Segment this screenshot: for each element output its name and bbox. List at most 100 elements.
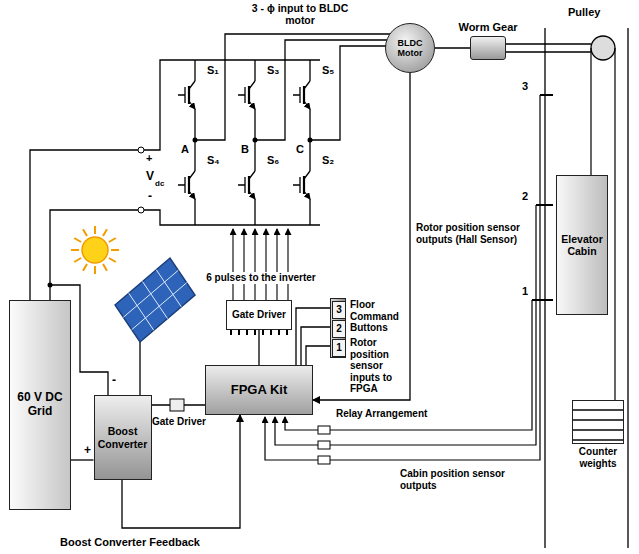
- annotation: 6 pulses to the inverter: [199, 272, 323, 284]
- phase-name: A: [181, 143, 189, 156]
- motor-circle: BLDC Motor: [385, 23, 435, 73]
- chip-pin: [270, 330, 272, 335]
- chip-pin: [286, 330, 288, 335]
- sun-ray: [83, 229, 87, 236]
- boost-converter-box: Boost Converter: [94, 395, 152, 480]
- gate-driver-symbol: [170, 399, 184, 411]
- pulley-wheel: [591, 36, 615, 60]
- floor-number: 2: [522, 190, 528, 203]
- annotation: Cabin position sensor outputs: [400, 468, 530, 491]
- pulse-arrow: [276, 229, 277, 300]
- igbt-symbol: [304, 191, 310, 199]
- chip-pin: [230, 330, 232, 335]
- connector: [301, 327, 332, 365]
- sun-ray: [94, 266, 96, 274]
- igbt-symbol: [293, 177, 300, 193]
- junction-dot: [308, 138, 313, 143]
- junction-dot: [193, 138, 198, 143]
- floor-number: 1: [522, 285, 528, 298]
- sun-ray: [103, 264, 107, 271]
- annotation: Relay Arrangement: [336, 408, 427, 420]
- node-text: 3: [336, 304, 342, 316]
- igbt-symbol: [238, 87, 245, 103]
- igbt-symbol: [189, 191, 195, 199]
- connector: [313, 73, 410, 400]
- sun-ray: [109, 238, 116, 242]
- pulse-arrow: [265, 229, 266, 300]
- igbt-symbol: [178, 87, 185, 103]
- pulse-arrow: [232, 229, 233, 300]
- vdc-terminal: [138, 147, 144, 153]
- floor-sensor: [532, 95, 553, 300]
- sun-ray: [83, 264, 87, 271]
- node-text: Counter weights: [567, 446, 629, 469]
- annotation: Boost Converter Feedback: [60, 536, 200, 549]
- sun-ray: [74, 258, 81, 262]
- phase-wire: [195, 34, 393, 140]
- part-name: Gate Driver: [152, 416, 206, 428]
- chip-pin: [278, 330, 280, 335]
- relay-symbol: [318, 441, 330, 449]
- floor-button: 1: [332, 339, 346, 357]
- polarity-sign: -: [112, 374, 116, 388]
- voltage-subscript: dc: [155, 179, 164, 188]
- floor-number: 3: [522, 80, 528, 93]
- floor-button: 2: [332, 320, 346, 338]
- igbt-symbol: [304, 101, 310, 109]
- connector: [258, 330, 259, 365]
- counterweight-box: Counter weights: [572, 400, 624, 444]
- polarity-sign: -: [148, 190, 152, 204]
- switch-name: S₆: [267, 154, 279, 167]
- pulse-arrow: [254, 229, 255, 300]
- switch-name: S₁: [207, 64, 219, 77]
- node-text: Worm Gear: [458, 21, 517, 34]
- relay-symbol: [318, 456, 330, 464]
- phase-name: B: [241, 143, 249, 156]
- igbt-symbol: [238, 177, 245, 193]
- chip-pin: [254, 330, 256, 335]
- chip-pin: [238, 330, 240, 335]
- switch-name: S₃: [267, 64, 279, 77]
- part-name: Pulley: [568, 6, 600, 19]
- pulse-arrow: [287, 229, 288, 300]
- chip-pin: [262, 330, 264, 335]
- button-panel: Floor Command Buttons321: [330, 298, 346, 358]
- polarity-sign: +: [84, 444, 91, 458]
- igbt-symbol: [178, 177, 185, 193]
- inverter-leg: [195, 60, 310, 225]
- switch-name: S₄: [207, 154, 220, 167]
- node-text: 1: [336, 342, 342, 354]
- igbt-symbol: [293, 87, 300, 103]
- pulse-arrow: [243, 229, 244, 300]
- pv-wire: [139, 342, 140, 395]
- switch-name: S₂: [322, 154, 334, 167]
- annotation: Rotor position sensor outputs (Hall Sens…: [416, 222, 526, 245]
- connector: [435, 47, 470, 48]
- node-text: Boost Converter: [97, 425, 149, 449]
- igbt-symbol: [249, 101, 255, 109]
- sun-ray: [74, 238, 81, 242]
- sun-ray: [103, 229, 107, 236]
- elevator-cabin: Elevator Cabin: [556, 175, 608, 315]
- dc-grid-box: 60 V DC Grid: [9, 300, 71, 510]
- annotation: 3 - ϕ input to BLDC motor: [250, 2, 350, 26]
- connector: [296, 308, 332, 365]
- junction-dot: [253, 138, 258, 143]
- igbt-symbol: [189, 101, 195, 109]
- sensor-wire: [275, 205, 536, 445]
- floor-button: 3: [332, 301, 346, 319]
- polarity-sign: +: [146, 152, 152, 165]
- phase-name: C: [296, 143, 304, 156]
- node-text: 2: [336, 323, 342, 335]
- switch-name: S₅: [322, 64, 334, 77]
- relay-symbol: [318, 426, 330, 434]
- node-text: FPGA Kit: [231, 383, 288, 398]
- node-text: BLDC Motor: [388, 38, 432, 59]
- sun-icon: [82, 237, 108, 263]
- node-text: 60 V DC Grid: [12, 391, 68, 419]
- fpga-box: FPGA Kit: [205, 365, 313, 415]
- chip-pin: [246, 330, 248, 335]
- vdc-terminal: [138, 207, 144, 213]
- node-text: Elevator Cabin: [559, 233, 605, 257]
- solar-panel: [115, 258, 195, 342]
